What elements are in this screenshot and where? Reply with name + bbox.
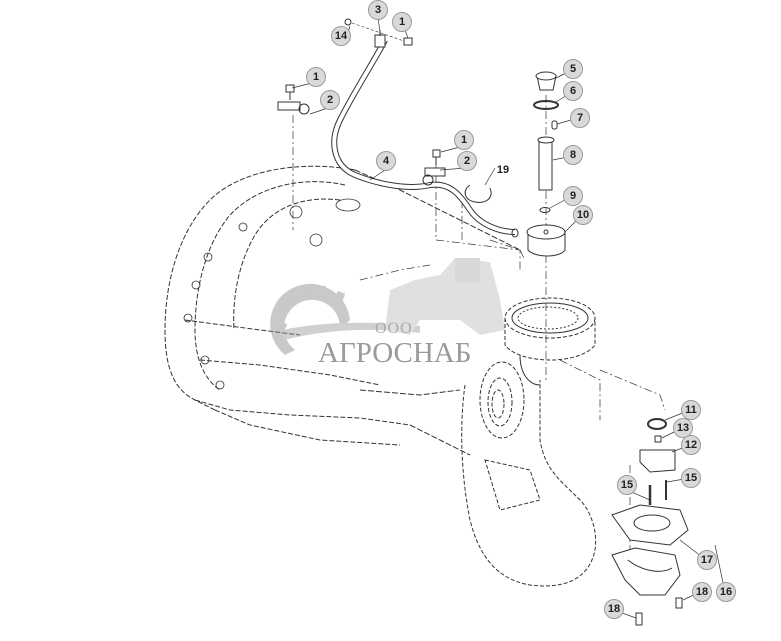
bolt-clip-left xyxy=(277,84,310,115)
steering-knuckle xyxy=(461,361,597,587)
watermark-prefix: ООО xyxy=(375,320,413,337)
bolt-clip-middle xyxy=(422,149,446,186)
part-callout-19[interactable]: 19 xyxy=(496,164,510,176)
king-pin-stack xyxy=(526,71,566,257)
part-callout-15[interactable]: 15 xyxy=(681,468,701,488)
part-callout-17[interactable]: 17 xyxy=(697,550,717,570)
screws xyxy=(648,480,667,505)
part-callout-4[interactable]: 4 xyxy=(376,151,396,171)
pipe xyxy=(331,38,519,238)
part-callout-9[interactable]: 9 xyxy=(563,186,583,206)
combine-silhouette-icon xyxy=(385,258,505,335)
part-callout-1[interactable]: 1 xyxy=(306,67,326,87)
part-callout-6[interactable]: 6 xyxy=(563,81,583,101)
part-callout-10[interactable]: 10 xyxy=(573,205,593,225)
gasket xyxy=(611,504,689,546)
part-callout-5[interactable]: 5 xyxy=(563,59,583,79)
part-callout-1[interactable]: 1 xyxy=(454,130,474,150)
gear-icon xyxy=(270,283,350,355)
part-callout-15[interactable]: 15 xyxy=(617,475,637,495)
part-callout-1[interactable]: 1 xyxy=(392,12,412,32)
bearing-ring xyxy=(504,297,596,386)
clamp xyxy=(464,184,492,203)
part-callout-11[interactable]: 11 xyxy=(681,400,701,420)
part-callout-14[interactable]: 14 xyxy=(331,26,351,46)
housing-bolt-holes xyxy=(183,198,361,390)
part-callout-16[interactable]: 16 xyxy=(716,582,736,602)
part-callout-2[interactable]: 2 xyxy=(320,90,340,110)
watermark-name: АГРОСНАБ xyxy=(318,337,472,369)
part-callout-8[interactable]: 8 xyxy=(563,145,583,165)
part-callout-2[interactable]: 2 xyxy=(457,151,477,171)
watermark-logo xyxy=(270,258,505,355)
part-callout-7[interactable]: 7 xyxy=(570,108,590,128)
part-callout-18[interactable]: 18 xyxy=(604,599,624,619)
lower-cap-assembly xyxy=(639,418,676,473)
axle-housing xyxy=(164,165,411,446)
part-callout-12[interactable]: 12 xyxy=(681,435,701,455)
part-callout-3[interactable]: 3 xyxy=(368,0,388,20)
part-callout-18[interactable]: 18 xyxy=(692,582,712,602)
bolts xyxy=(635,597,683,626)
cover-plate xyxy=(611,547,681,596)
